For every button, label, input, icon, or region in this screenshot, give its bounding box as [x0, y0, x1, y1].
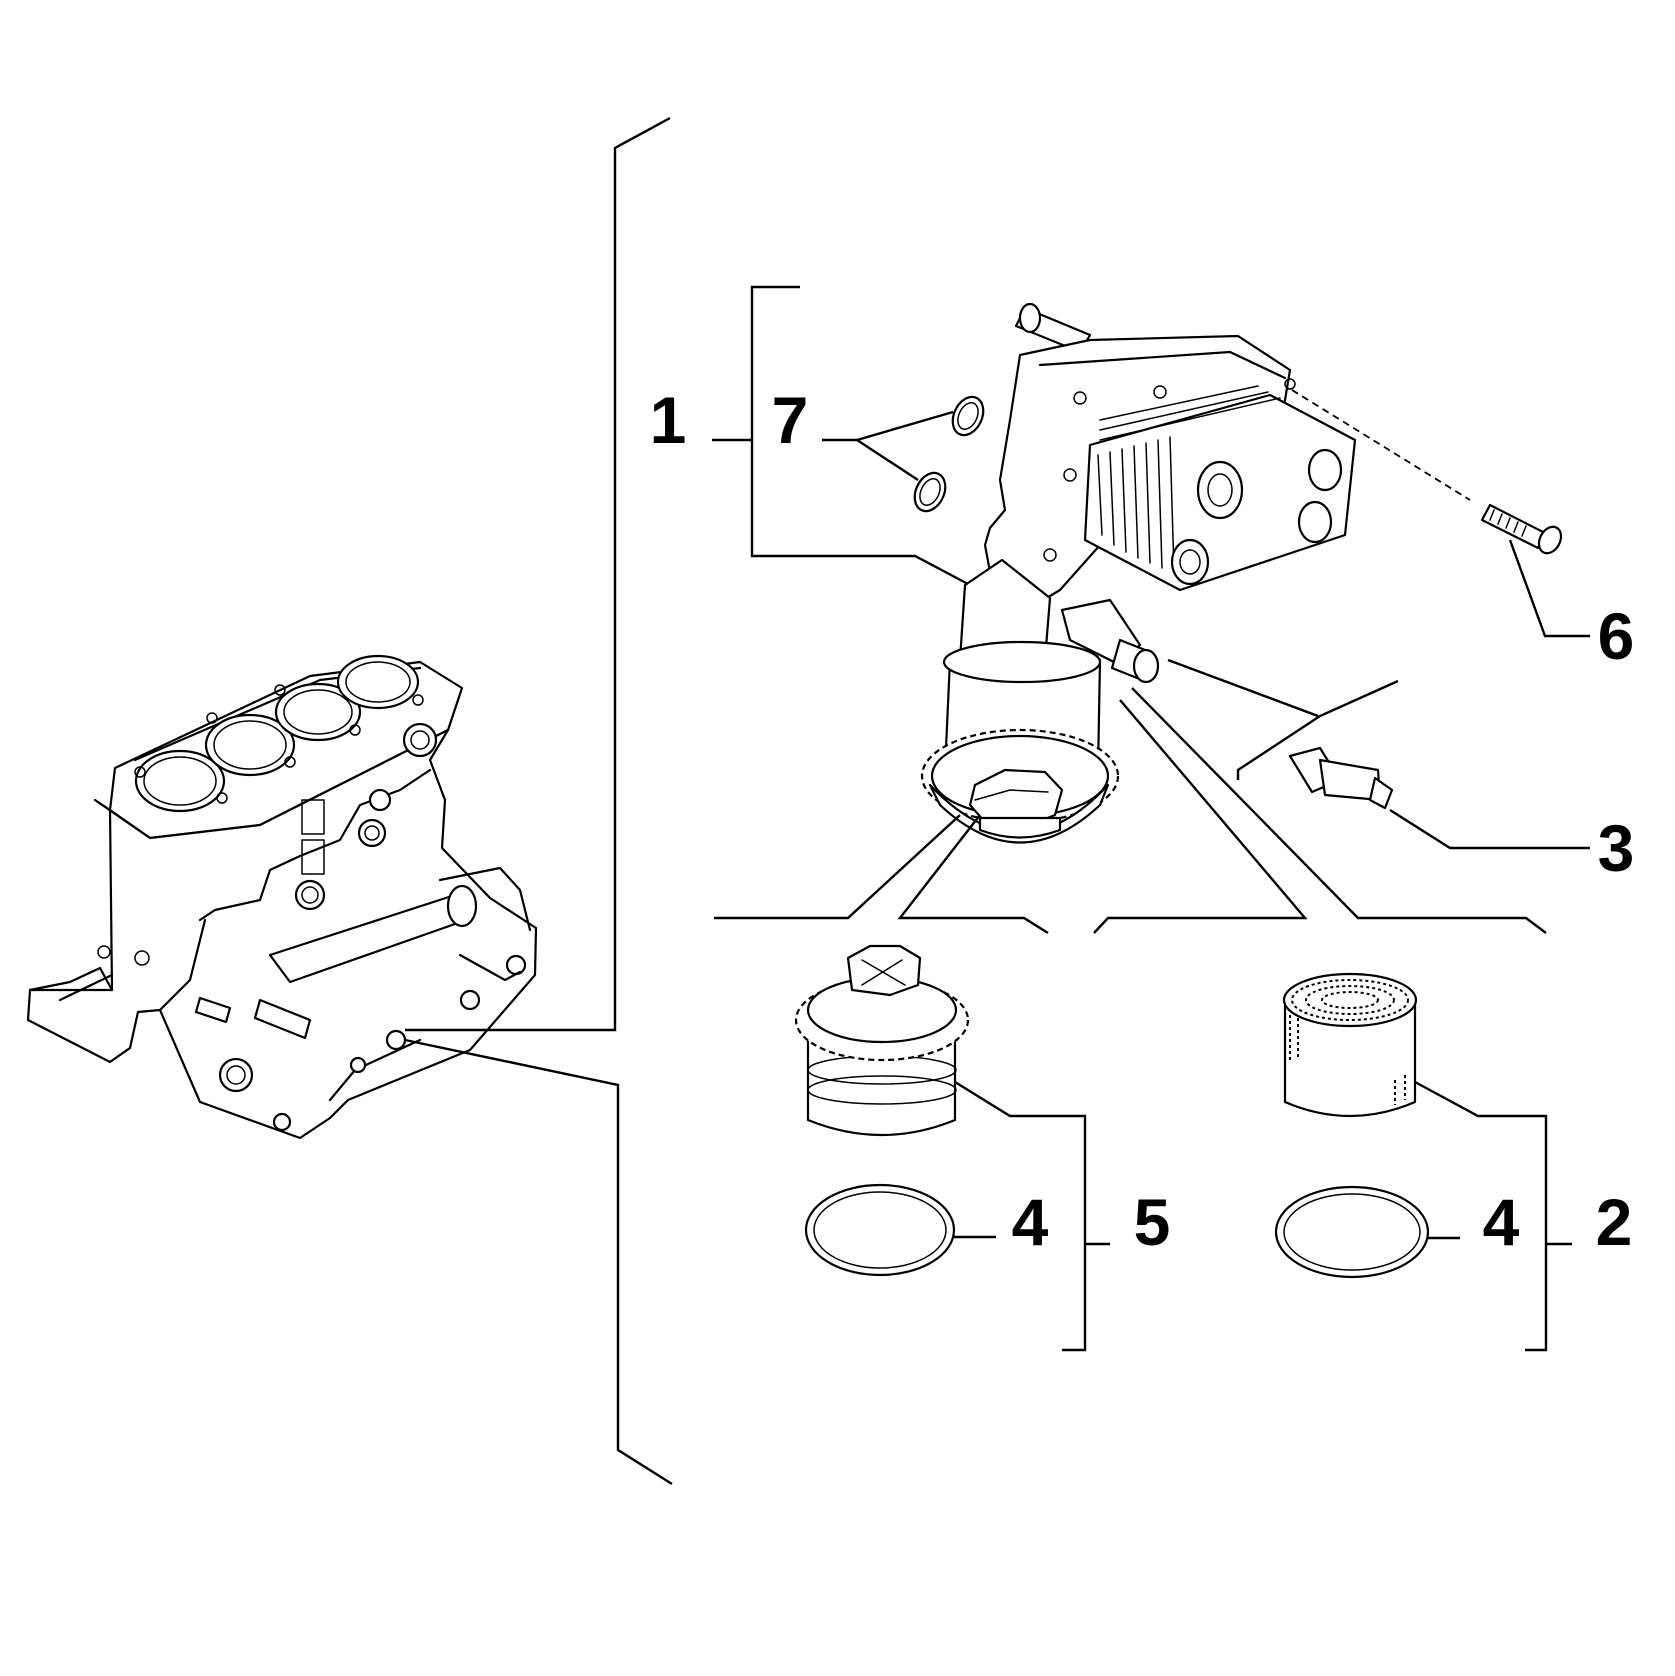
callout-label-4-right: 4	[1483, 1185, 1520, 1259]
filter-element-part-2	[1282, 972, 1572, 1352]
seal-ring-part-4-left	[804, 1183, 996, 1277]
callout-label-7: 7	[772, 383, 809, 457]
engine-block-drawing	[26, 654, 538, 1140]
callout-label-3: 3	[1598, 811, 1635, 885]
leader-lines-lower	[714, 687, 1547, 935]
callout-1-bracket	[712, 285, 969, 586]
callout-label-5: 5	[1134, 1185, 1171, 1259]
callout-label-1: 1	[650, 383, 687, 457]
pressure-sensor-part-3	[1167, 658, 1590, 850]
seal-ring-part-4-right	[1274, 1185, 1460, 1279]
filter-cap-cartridge-part-5	[794, 944, 1110, 1352]
o-rings-part-7	[822, 395, 985, 513]
callout-label-4-left: 4	[1012, 1185, 1049, 1259]
oil-cooler-assembly-drawing	[920, 302, 1357, 844]
bolt-part-6	[1291, 389, 1590, 638]
callout-label-2: 2	[1596, 1185, 1633, 1259]
main-bracket	[404, 116, 673, 1486]
callout-label-6: 6	[1598, 599, 1635, 673]
